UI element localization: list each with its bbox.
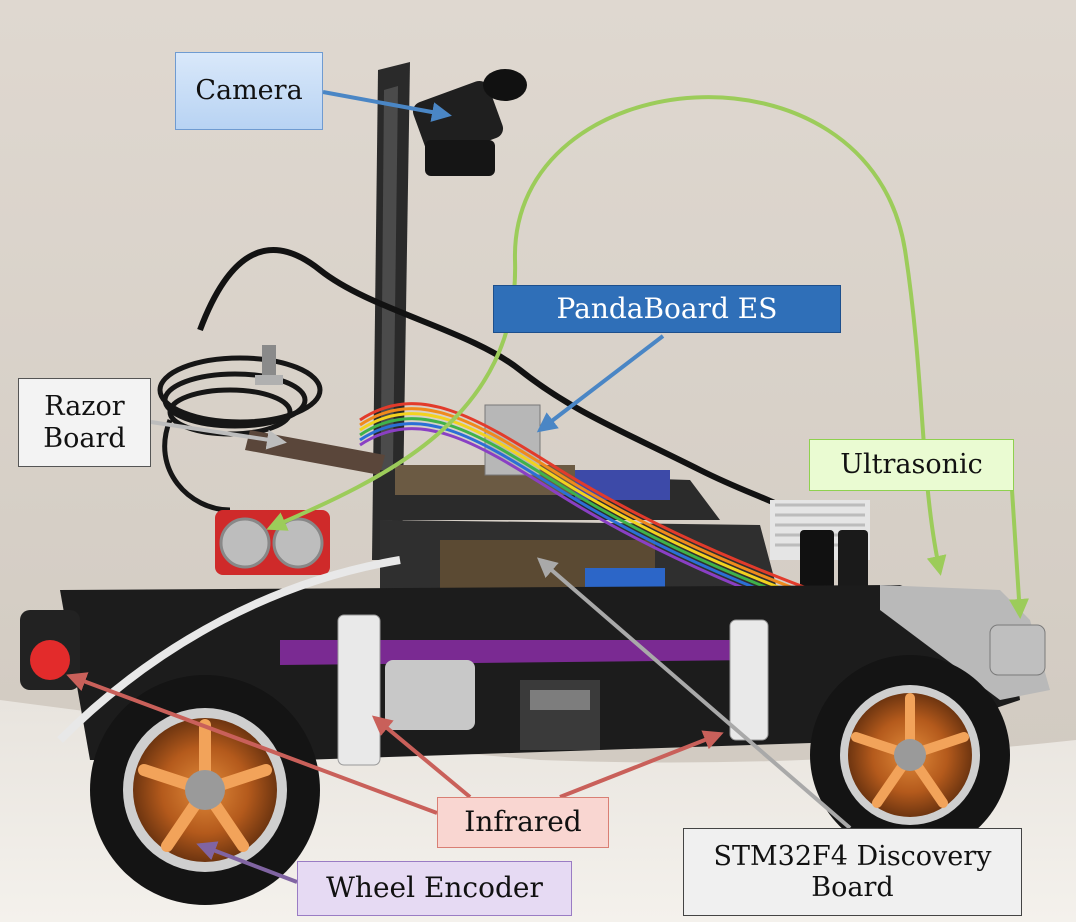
infrared-label: Infrared	[437, 797, 609, 848]
camera	[412, 69, 527, 176]
infrared-arrow-rear	[66, 672, 438, 815]
infrared-arrow-right	[559, 730, 724, 799]
ultrasonic-arrow	[1008, 489, 1029, 619]
ultrasonic-sensor-rear	[989, 624, 1046, 676]
chassis	[60, 585, 1020, 760]
infrared-sensor-left	[337, 614, 381, 766]
razor-board-label: Razor Board	[18, 378, 151, 467]
ultrasonic-sensor-front	[215, 510, 330, 575]
camera-label: Camera	[175, 52, 323, 130]
wheel-encoder-label: Wheel Encoder	[297, 861, 572, 916]
front-wheel	[810, 655, 1010, 855]
razor-arrow	[150, 420, 287, 450]
encoder-arrow	[196, 841, 298, 884]
stm32-label: STM32F4 Discovery Board	[683, 828, 1022, 916]
rear-wheel	[90, 675, 320, 905]
ultrasonic-label: Ultrasonic	[809, 439, 1014, 491]
camera-arrow	[322, 90, 452, 122]
stm32-arrow	[536, 557, 852, 830]
infrared-sensor-right	[729, 619, 769, 741]
usb-cable	[197, 247, 833, 562]
pandaboard-label: PandaBoard ES	[493, 285, 841, 333]
pandaboard-arrow	[536, 334, 665, 433]
infrared-arrow-left	[371, 715, 472, 799]
rear-red-sensor	[30, 640, 70, 680]
motor	[385, 660, 475, 730]
ultrasonic-arc-arrow	[266, 95, 947, 576]
